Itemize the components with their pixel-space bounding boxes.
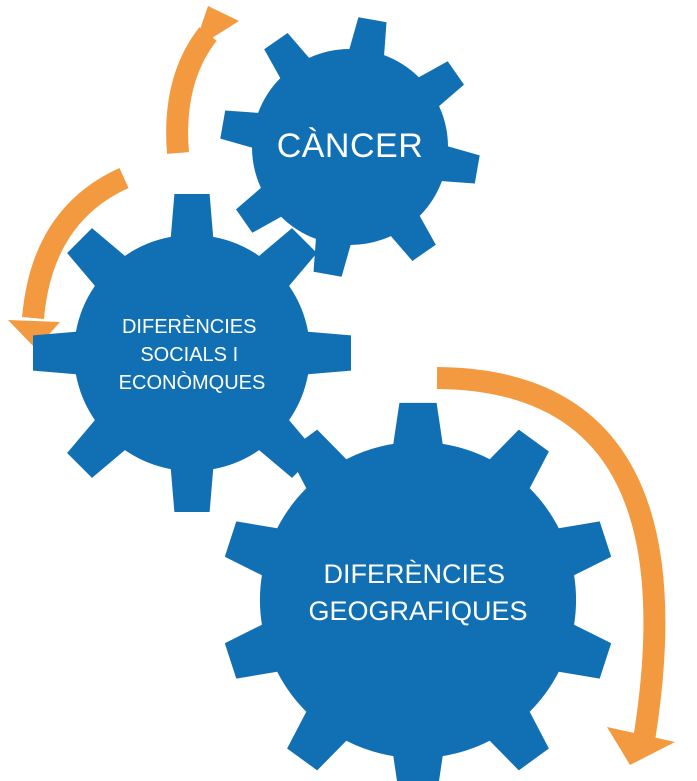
gear-geo-label-line-1: DIFERÈNCIES	[323, 559, 505, 589]
gear-geo-label: DIFERÈNCIES GEOGRAFIQUES	[308, 559, 527, 626]
gear-social-label-line-1: DIFERÈNCIES	[122, 315, 256, 338]
arrow-right-down-to-geo	[436, 367, 675, 765]
gear-social-label-line-2: SOCIALS I	[140, 344, 238, 366]
gear-social-label-line-3: ECONÒMQUES	[119, 371, 266, 394]
gear-cancer-label-line: CÀNCER	[277, 127, 424, 165]
gear-cancer	[220, 17, 480, 277]
gear-social	[33, 194, 351, 512]
arrow-up-to-cancer	[166, 6, 239, 154]
gear-geo-label-line-2: GEOGRAFIQUES	[308, 596, 527, 626]
gear-social-label: DIFERÈNCIES SOCIALS I ECONÒMQUES	[119, 315, 266, 394]
gear-cancer-label: CÀNCER	[277, 127, 424, 165]
arrow-left-to-social	[8, 167, 129, 349]
gear-geo	[224, 402, 612, 781]
